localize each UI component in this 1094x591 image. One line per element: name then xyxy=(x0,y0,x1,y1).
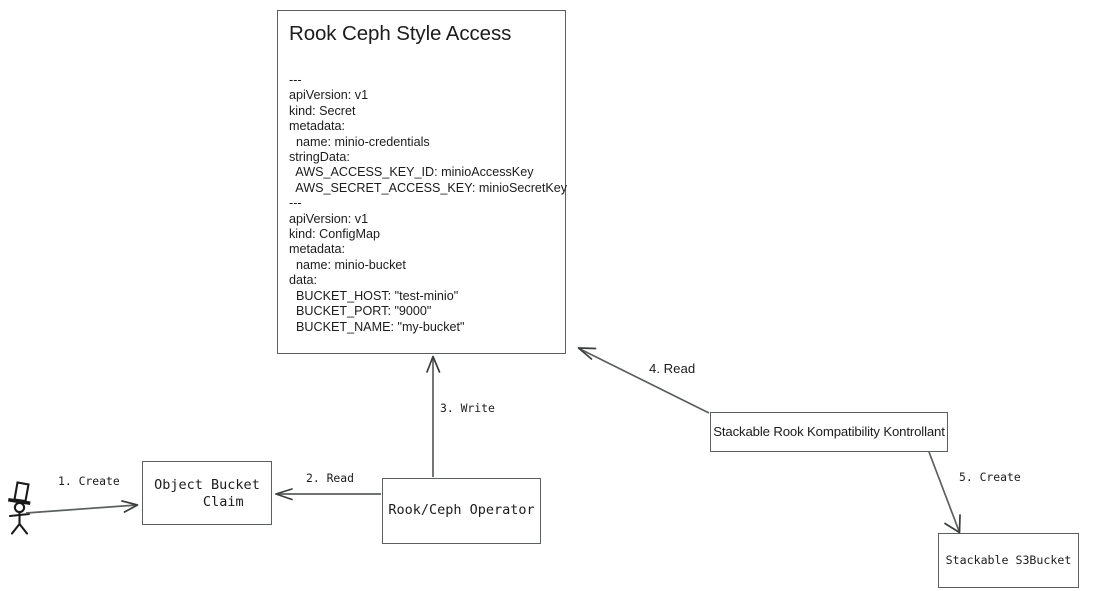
edge-2-read-arrow xyxy=(275,488,381,501)
node-rook-ceph-operator: Rook/Ceph Operator xyxy=(382,478,541,544)
edge-label-3-write: 3. Write xyxy=(440,401,495,415)
rook-ceph-style-access-card: Rook Ceph Style Access --- apiVersion: v… xyxy=(277,10,568,354)
yaml-manifest-text: --- apiVersion: v1 kind: Secret metadata… xyxy=(289,73,568,334)
node-object-bucket-claim: Object Bucket Claim xyxy=(142,461,272,525)
node-stackable-s3bucket-label: Stackable S3Bucket xyxy=(945,553,1072,567)
node-rook-ceph-operator-label: Rook/Ceph Operator xyxy=(388,502,535,518)
edge-3-write-arrow xyxy=(426,355,441,477)
edge-label-1-create: 1. Create xyxy=(58,474,120,488)
edge-label-2-read: 2. Read xyxy=(306,471,355,485)
edge-label-5-create: 5. Create xyxy=(959,470,1021,484)
node-stackable-rook-kompatibility-kontrollant: Stackable Rook Kompatibility Kontrollant xyxy=(710,412,948,452)
edge-4-read-arrow xyxy=(577,347,710,414)
edge-1-create-arrow xyxy=(25,500,139,514)
node-stackable-controller-label: Stackable Rook Kompatibility Kontrollant xyxy=(713,424,945,439)
actor-stick-figure-icon xyxy=(8,481,31,535)
node-object-bucket-claim-label: Object Bucket Claim xyxy=(154,477,260,510)
node-stackable-s3bucket: Stackable S3Bucket xyxy=(938,533,1079,588)
edge-5-create-arrow xyxy=(928,451,961,534)
edge-label-4-read: 4. Read xyxy=(649,361,696,376)
card-title: Rook Ceph Style Access xyxy=(289,22,512,45)
